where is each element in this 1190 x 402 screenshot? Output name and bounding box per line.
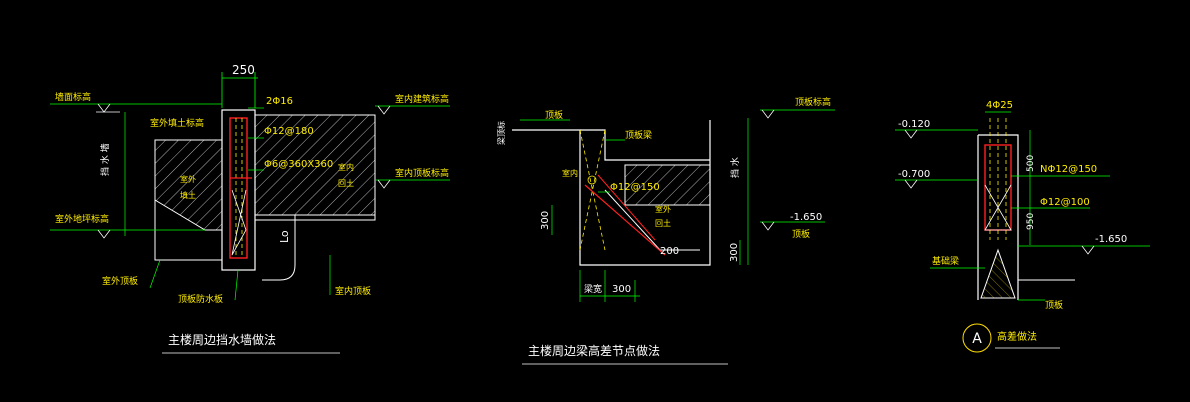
drawing2-dim-300-right: 300 bbox=[729, 243, 740, 262]
drawing3-level-2-mark bbox=[904, 179, 918, 189]
drawing1-label-indoor-plate: 室内顶板 bbox=[335, 285, 371, 297]
drawing2-rebar-3 bbox=[584, 184, 666, 256]
drawing1-label-indoor-slab: 室内顶板标高 bbox=[395, 167, 449, 179]
drawing3-title: 高差做法 bbox=[997, 330, 1037, 343]
drawing3-level-2: -0.700 bbox=[898, 169, 930, 180]
drawing2-top-plate-right: 顶板标高 bbox=[795, 96, 831, 108]
drawing1-level-mark-2 bbox=[97, 229, 111, 239]
drawing3-outline bbox=[978, 134, 1019, 300]
drawing1-fill-right-2: 回土 bbox=[338, 178, 354, 188]
drawing2-indoor: 室内 bbox=[562, 168, 578, 178]
drawing2-level-mark-tpr bbox=[761, 109, 775, 119]
drawing2-dim-300-left: 300 bbox=[540, 211, 551, 230]
drawing1-rebar-top: 2Φ16 bbox=[266, 96, 293, 107]
drawing2-top-plate-left: 顶板 bbox=[545, 109, 563, 121]
drawing3-stirrup1: NΦ12@150 bbox=[1040, 164, 1097, 175]
drawing3-level-1-mark bbox=[904, 129, 918, 139]
drawing3-level-1: -0.120 bbox=[898, 119, 930, 130]
drawing1-stirrup1: Φ12@180 bbox=[264, 126, 314, 137]
drawing2-side-label: 梁顶标 bbox=[496, 121, 506, 145]
drawing2-fill-2: 回土 bbox=[655, 218, 671, 228]
drawing1-fill-left-1: 室外 bbox=[180, 174, 196, 184]
drawing1-leader-outer-plate bbox=[149, 259, 161, 289]
drawing2-dim-beam-width: 梁宽 bbox=[584, 283, 602, 295]
drawing3-base-triangle bbox=[980, 248, 1016, 299]
drawing2-stirrup: Φ12@150 bbox=[610, 182, 660, 193]
drawing2-outline bbox=[512, 120, 711, 266]
drawing2-rebar-2 bbox=[579, 129, 606, 251]
drawing1-label-topo: 墙面标高 bbox=[55, 91, 91, 103]
drawing1-fill-right-1: 室内 bbox=[338, 162, 354, 172]
drawing3-title-circle bbox=[962, 323, 992, 353]
drawing3-label-base: 基础梁 bbox=[932, 255, 959, 267]
drawing3-level-3-mark bbox=[1081, 245, 1095, 255]
drawing1-level-mark-r2 bbox=[377, 179, 391, 189]
drawing1-level-mark-1 bbox=[97, 103, 111, 113]
drawing3-cross bbox=[984, 184, 1012, 231]
drawing1-leader-waterproof bbox=[234, 269, 239, 301]
drawing1-fill-left-2: 填土 bbox=[180, 190, 196, 200]
drawing1-label-outer-fill: 室外填土标高 bbox=[150, 117, 204, 129]
drawing2-step bbox=[580, 129, 710, 161]
drawing2-dim-200: 200 bbox=[660, 246, 679, 257]
drawing2-fill-1: 室外 bbox=[655, 204, 671, 214]
drawing1-retaining-wall: Lo 250 2Φ16 Φ12@180 Φ6@360X360 墙面标高 室外填土… bbox=[50, 63, 450, 354]
drawing1-wall-rebar bbox=[229, 117, 248, 259]
drawing1-label-outer-floor: 室外地坪标高 bbox=[55, 213, 109, 225]
drawing3-rebar-top: 4Φ25 bbox=[986, 100, 1013, 111]
drawing1-label-outer-plate: 室外顶板 bbox=[102, 275, 138, 287]
drawing2-rebar-1 bbox=[579, 129, 606, 251]
drawing2-level-mark-1650 bbox=[761, 221, 775, 231]
drawing3-stirrup2: Φ12@100 bbox=[1040, 197, 1090, 208]
drawing3-step-detail: 4Φ25 -0.120 -0.700 500 950 NΦ12@150 Φ12@… bbox=[895, 100, 1150, 353]
drawing1-cross bbox=[231, 189, 247, 256]
drawing1-title: 主楼周边挡水墙做法 bbox=[168, 332, 276, 347]
drawing1-fill-left bbox=[154, 139, 223, 231]
drawing2-label-vertical: 挡 水 bbox=[729, 157, 741, 178]
drawing1-slab-left bbox=[154, 140, 222, 261]
drawing2-beam-top: 顶板梁 bbox=[625, 129, 652, 141]
drawing3-level-3: -1.650 bbox=[1095, 234, 1127, 245]
drawing2-level: -1.650 bbox=[790, 212, 822, 223]
drawing3-label-slab: 顶板 bbox=[1045, 299, 1063, 311]
drawing1-lo: Lo bbox=[278, 230, 291, 243]
drawing1-level-mark-r1 bbox=[377, 105, 391, 115]
drawing2-beam-step: 顶板 梁顶标 顶板梁 室内 Φ12@150 室外 回土 200 顶板标高 挡 水… bbox=[496, 96, 835, 365]
drawing1-lo-hook bbox=[262, 214, 296, 281]
drawing1-wall bbox=[221, 109, 256, 271]
drawing2-title: 主楼周边梁高差节点做法 bbox=[528, 343, 660, 358]
drawing3-dim-500: 500 bbox=[1026, 155, 1036, 172]
drawing2-rebar-4 bbox=[597, 174, 656, 241]
drawing1-label-waterproof: 顶板防水板 bbox=[178, 293, 223, 305]
drawing3-title-circle-label: A bbox=[972, 331, 982, 347]
drawing1-label-vertical: 挡 水 墙 bbox=[99, 143, 111, 176]
drawing1-stirrup2: Φ6@360X360 bbox=[264, 159, 333, 170]
drawing2-dim-300-bottom: 300 bbox=[612, 284, 631, 295]
drawing1-label-indoor-top: 室内建筑标高 bbox=[395, 93, 449, 105]
drawing2-node bbox=[587, 175, 597, 185]
drawing2-slab: 顶板 bbox=[792, 228, 810, 240]
drawing1-dim-250: 250 bbox=[232, 63, 255, 77]
drawing3-dim-950: 950 bbox=[1026, 213, 1036, 230]
